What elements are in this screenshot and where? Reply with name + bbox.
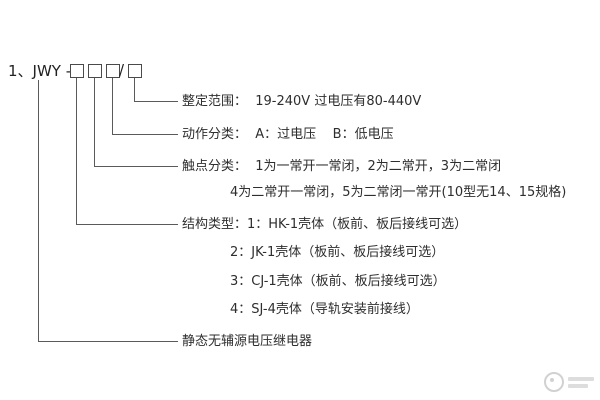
label-structure-1: 结构类型：1：HK-1壳体（板前、板后接线可选） — [182, 217, 468, 232]
watermark-text-marks — [568, 376, 594, 388]
model-box-range — [128, 64, 142, 78]
connector-hline-structure — [76, 224, 178, 225]
watermark-logo — [544, 372, 594, 392]
label-contact-class-2: 4为二常开一常闭，5为二常闭一常开(10型无14、15规格) — [230, 185, 567, 200]
model-box-structure — [70, 64, 84, 78]
connector-hline-product — [38, 341, 178, 342]
model-prefix: 1、JWY - — [8, 62, 76, 80]
connector-hline-range — [134, 101, 178, 102]
label-structure-3: 3：CJ-1壳体（板前、板后接线可选） — [230, 274, 446, 289]
label-action-class: 动作分类： A：过电压 B：低电压 — [182, 127, 394, 142]
label-contact-class-1: 触点分类： 1为一常开一常闭，2为二常开，3为二常闭 — [182, 159, 502, 174]
connector-line-structure — [76, 78, 77, 224]
label-structure-2: 2：JK-1壳体（板前、板后接线可选） — [230, 245, 445, 260]
connector-line-action — [112, 78, 113, 134]
watermark-emblem-icon — [544, 372, 564, 392]
connector-line-product — [38, 80, 39, 341]
model-slash: / — [119, 61, 125, 79]
label-setting-range: 整定范围： 19-240V 过电压有80-440V — [182, 94, 422, 109]
connector-line-contact — [94, 78, 95, 166]
label-product-name: 静态无辅源电压继电器 — [182, 334, 313, 349]
label-structure-4: 4：SJ-4壳体（导轨安装前接线） — [230, 302, 419, 317]
model-box-action — [106, 64, 120, 78]
connector-hline-action — [112, 134, 178, 135]
connector-line-range — [134, 78, 135, 101]
connector-hline-contact — [94, 166, 178, 167]
model-box-contact — [88, 64, 102, 78]
